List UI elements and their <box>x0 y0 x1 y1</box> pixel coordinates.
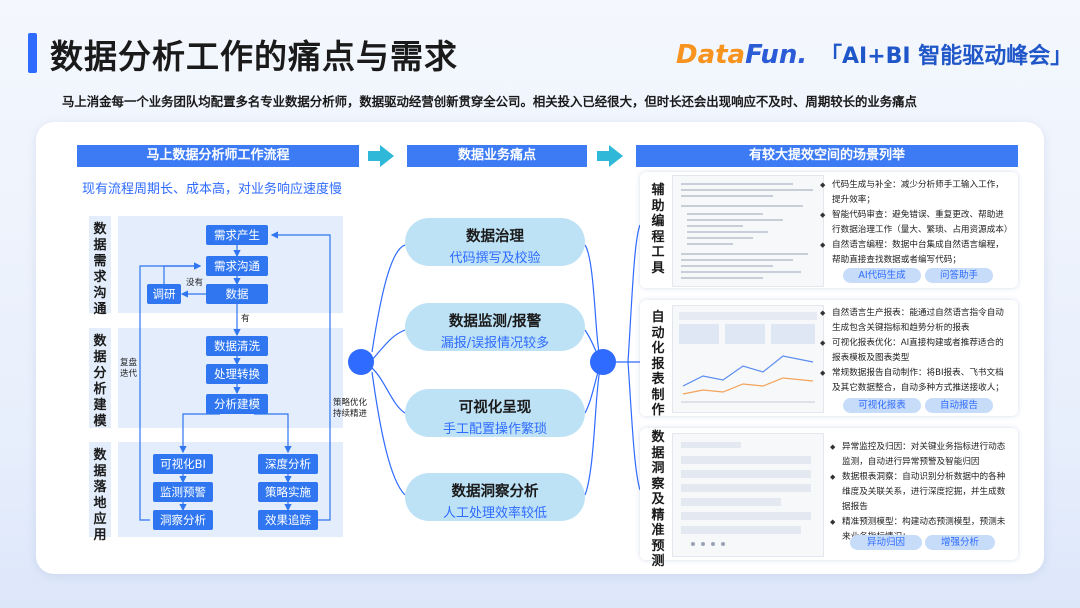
tag-auto-report: 自动报告 <box>925 398 993 413</box>
tag-qa-assistant: 问答助手 <box>925 268 993 283</box>
scenario-label: 数据洞察及精准预测 <box>651 430 665 569</box>
tag-visual-report: 可视化报表 <box>843 398 921 413</box>
node-research: 调研 <box>147 284 181 304</box>
painpoint-governance: 数据治理 代码撰写及校验 <box>405 218 585 266</box>
painpoint-title: 数据治理 <box>466 229 524 245</box>
page-title: 数据分析工作的痛点与需求 <box>50 37 458 76</box>
logo-data-text: Data <box>676 40 746 70</box>
scenario-bullets: 异常监控及归因：对关键业务指标进行动态监测，自动进行异常预警及智能归因 数据根表… <box>830 440 1012 545</box>
hub-circle-left <box>348 349 374 375</box>
arrow-right-icon <box>380 145 394 167</box>
painpoint-monitoring: 数据监测/报警 漏报/误报情况较多 <box>405 303 585 351</box>
painpoints-header: 数据业务痛点 <box>407 145 587 167</box>
code-screenshot <box>672 175 824 287</box>
report-chart-graphic <box>679 312 817 403</box>
bullet-item: 数据根表洞察：自动识别分析数据中的各种维度及关联关系，进行深度挖掘，并生成数据报… <box>830 470 1012 515</box>
scenario-label: 自动化报表制作 <box>651 310 665 418</box>
datafun-logo: DataFun. <box>676 40 807 70</box>
workflow-header: 马上数据分析师工作流程 <box>77 145 359 167</box>
painpoint-insight: 数据洞察分析 人工处理效率较低 <box>405 473 585 521</box>
bullet-item: 代码生成与补全：减少分析师手工输入工作，提升效率； <box>820 178 1010 208</box>
edge-label-review-2: 迭代 <box>120 369 138 379</box>
painpoint-desc: 代码撰写及校验 <box>449 251 541 266</box>
edge-label-opt-1: 策略优化 <box>333 398 368 408</box>
hub-circle-right <box>590 349 616 375</box>
lane-label-model: 数据分析建模 <box>93 334 107 429</box>
scenarios-header: 有较大提效空间的场景列举 <box>636 145 1018 167</box>
node-insight: 洞察分析 <box>153 510 213 530</box>
scenario-bullets: 自然语言生产报表：能通过自然语言指令自动生成包含关键指标和趋势分析的报表 可视化… <box>820 306 1010 396</box>
lane-bg-apply <box>89 442 111 537</box>
workflow-note: 现有流程周期长、成本高，对业务响应速度慢 <box>82 182 343 197</box>
node-visual: 可视化BI <box>153 454 213 474</box>
edge-label-yes: 有 <box>241 314 250 324</box>
painpoint-title: 数据洞察分析 <box>451 484 539 500</box>
lane-bg-demand <box>89 216 111 313</box>
insight-form-graphic <box>681 442 811 546</box>
arrow-right-icon <box>609 145 623 167</box>
arrow-stem-1 <box>368 151 380 161</box>
bullet-item: 可视化报表优化：AI直接构建或者推荐适合的报表模板及图表类型 <box>820 336 1010 366</box>
node-strategy: 策略实施 <box>258 482 318 502</box>
node-track: 效果追踪 <box>258 510 318 530</box>
node-clean: 数据清洗 <box>206 336 268 356</box>
painpoint-title: 数据监测/报警 <box>448 314 542 330</box>
bullet-item: 智能代码审查：避免错误、重复更改、帮助进行数据治理工作（量大、繁琐、占用资源成本… <box>820 208 1012 238</box>
lane-bg-model <box>89 328 111 428</box>
code-lines-graphic <box>681 183 813 279</box>
painpoint-visualization: 可视化呈现 手工配置操作繁琐 <box>405 389 585 437</box>
lane-label-demand: 数据需求沟通 <box>93 222 107 317</box>
tag-ai-code: AI代码生成 <box>843 268 921 283</box>
tag-augmented-analysis: 增强分析 <box>925 535 995 550</box>
bullet-item: 异常监控及归因：对关键业务指标进行动态监测，自动进行异常预警及智能归因 <box>830 440 1012 470</box>
painpoint-desc: 漏报/误报情况较多 <box>440 336 550 351</box>
node-deep: 深度分析 <box>258 454 318 474</box>
lane-label-apply: 数据落地应用 <box>93 448 107 543</box>
report-screenshot <box>672 305 824 413</box>
node-communicate: 需求沟通 <box>206 256 268 276</box>
bullet-item: 自然语言生产报表：能通过自然语言指令自动生成包含关键指标和趋势分析的报表 <box>820 306 1010 336</box>
page-subtitle: 马上消金每一个业务团队均配置多名专业数据分析师，数据驱动经营创新贯穿全公司。相关… <box>62 94 917 109</box>
node-transform: 处理转换 <box>206 364 268 384</box>
edge-label-no: 没有 <box>186 278 204 288</box>
node-monitor: 监测预警 <box>153 482 213 502</box>
painpoint-desc: 人工处理效率较低 <box>442 506 547 521</box>
bullet-item: 自然语言编程：数据中台集成自然语言编程，帮助直接查找数据或者编写代码； <box>820 238 1010 268</box>
node-demand: 需求产生 <box>206 225 268 245</box>
logo-fun-text: Fun. <box>745 40 808 70</box>
painpoint-desc: 手工配置操作繁琐 <box>442 422 547 437</box>
node-model: 分析建模 <box>206 394 268 414</box>
node-data: 数据 <box>206 284 268 304</box>
painpoint-title: 可视化呈现 <box>458 400 532 416</box>
bullet-item: 常规数据报告自动制作：将BI报表、飞书文档及其它数据整合，自动多种方式推送接收人… <box>820 366 1010 396</box>
scenario-bullets: 代码生成与补全：减少分析师手工输入工作，提升效率； 智能代码审查：避免错误、重复… <box>820 178 1012 268</box>
insight-screenshot <box>672 433 824 557</box>
tag-anomaly-attribution: 异动归因 <box>850 535 922 550</box>
edge-label-opt-2: 持续精进 <box>333 409 368 419</box>
arrow-stem-2 <box>597 151 609 161</box>
scenario-label: 辅助编程工具 <box>651 183 665 276</box>
title-accent-bar <box>28 33 37 73</box>
edge-label-review-1: 复盘 <box>120 358 138 368</box>
summit-name: 「AI+BI 智能驱动峰会」 <box>820 44 1073 69</box>
